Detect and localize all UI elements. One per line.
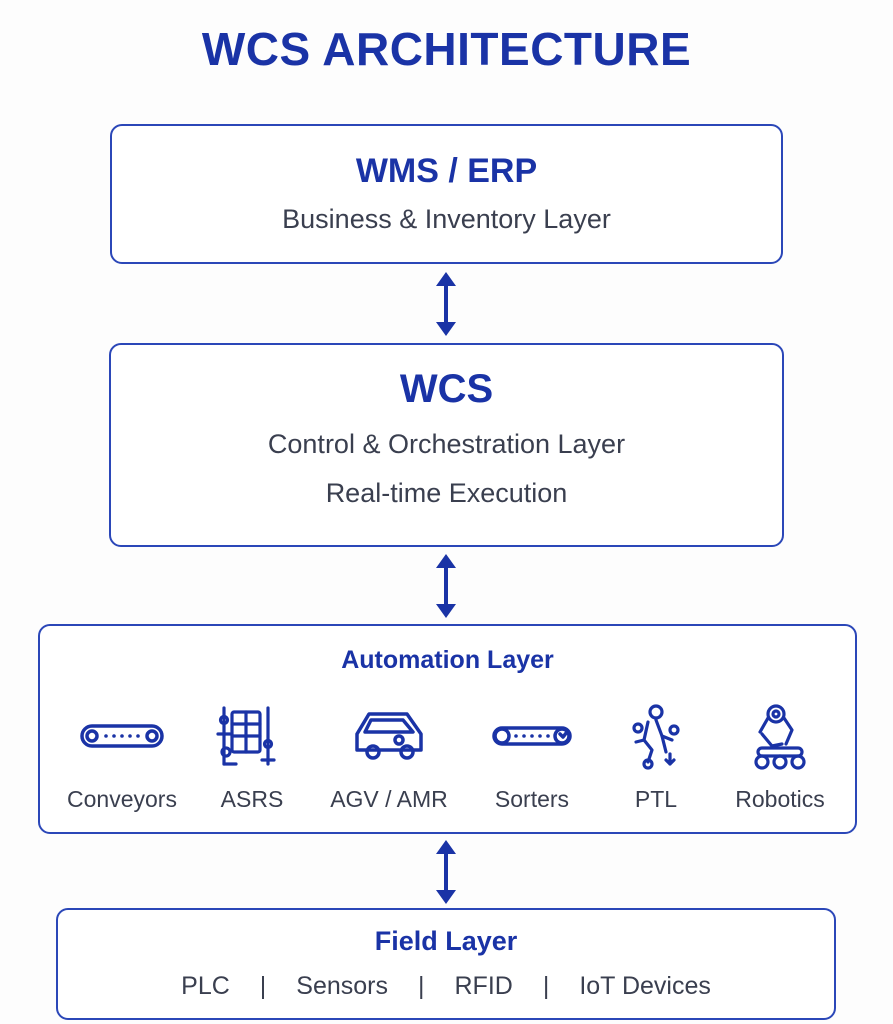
device-label: ASRS <box>220 786 284 812</box>
device-label: Robotics <box>735 786 825 812</box>
field-item-sensors: Sensors <box>296 972 388 1000</box>
field-item-rfid: RFID <box>454 972 513 1000</box>
device-label: Sorters <box>494 786 570 812</box>
field-layer-title: Field Layer <box>374 926 518 956</box>
double-arrow-icon <box>436 272 456 336</box>
device-label: AGV / AMR <box>330 786 448 812</box>
agv-icon <box>355 712 423 760</box>
device-conveyors: Conveyors <box>57 700 187 813</box>
sorter-icon <box>492 726 572 746</box>
asrs-icon <box>216 706 276 766</box>
wcs-layer: WCS Control & Orchestration Layer Real-t… <box>109 343 784 547</box>
device-asrs: ASRS <box>187 700 317 813</box>
robot-icon <box>754 704 806 770</box>
device-robotics: Robotics <box>715 700 845 813</box>
wms-layer-title: WMS / ERP <box>355 152 538 190</box>
wcs-layer-subtitle: Control & Orchestration Layer <box>267 429 626 459</box>
device-agv-amr: AGV / AMR <box>324 700 454 813</box>
field-layer: Field Layer PLC | Sensors | RFID | IoT D… <box>56 908 836 1020</box>
device-sorters: Sorters <box>467 700 597 813</box>
device-label: Conveyors <box>67 786 177 812</box>
double-arrow-icon <box>436 840 456 904</box>
field-item-plc: PLC <box>181 972 230 1000</box>
separator: | <box>259 972 267 1000</box>
automation-layer: Automation Layer Conveyors <box>38 624 857 834</box>
separator: | <box>542 972 550 1000</box>
wms-erp-layer: WMS / ERP Business & Inventory Layer <box>110 124 783 264</box>
diagram-title: WCS ARCHITECTURE <box>201 23 692 75</box>
wms-layer-subtitle: Business & Inventory Layer <box>282 204 611 234</box>
wcs-layer-detail: Real-time Execution <box>325 478 568 508</box>
conveyor-icon <box>80 724 164 748</box>
field-devices-row: PLC | Sensors | RFID | IoT Devices <box>58 972 834 1001</box>
device-ptl: PTL <box>591 700 721 813</box>
ptl-icon <box>632 704 680 770</box>
device-label: PTL <box>634 786 678 812</box>
separator: | <box>418 972 425 1000</box>
field-item-iot-devices: IoT Devices <box>579 972 711 1000</box>
wcs-layer-title: WCS <box>399 367 494 411</box>
double-arrow-icon <box>436 554 456 618</box>
automation-layer-title: Automation Layer <box>341 646 554 674</box>
